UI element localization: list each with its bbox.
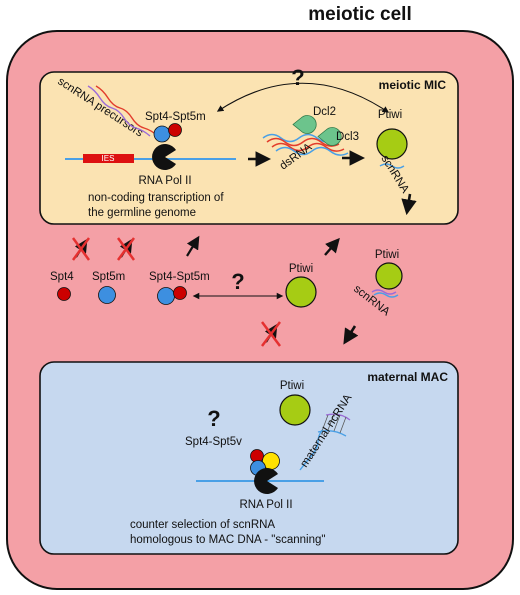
ies-label: IES <box>102 154 115 163</box>
dcl2-icon <box>292 115 317 134</box>
arrow-to-mac <box>343 325 359 345</box>
dsrna-strand-blue-2 <box>275 146 349 156</box>
mic-caption-line2: the germline genome <box>88 207 196 219</box>
spt4-label: Spt4 <box>50 271 74 283</box>
mic-scnrna-strand <box>379 163 405 169</box>
dsrna-strand-red-1 <box>266 137 340 147</box>
mac-title: maternal MAC <box>367 370 448 384</box>
cyto-question-mark: ? <box>231 269 244 294</box>
cyto-ptiwi-right-label: Ptiwi <box>375 249 399 261</box>
mic-rna-pol-icon <box>152 144 176 171</box>
mac-question-mark: ? <box>207 406 220 431</box>
mic-spt5m-circle <box>153 125 171 143</box>
mic-title: meiotic MIC <box>379 78 447 92</box>
cyto-ptiwi-right-circle <box>375 262 403 290</box>
ptiwi-blocked-cross <box>261 321 281 347</box>
mac-rna-pol-label: RNA Pol II <box>239 499 292 511</box>
arrow-mic-exit <box>401 193 417 216</box>
cell-title: meiotic cell <box>308 4 412 25</box>
cyto-scnrna-strand <box>371 289 397 295</box>
scnrna-complex-import-arrow <box>324 237 340 256</box>
mic-rna-pol-label: RNA Pol II <box>138 175 191 187</box>
precursor-transcript-red <box>95 85 159 137</box>
dsrna-strand-red-2 <box>271 142 345 152</box>
mic-interaction-arrow <box>216 82 390 113</box>
spt5m-blocked-cross <box>116 237 136 261</box>
precursor-transcript-purple <box>87 85 151 137</box>
mac-caption-line1: counter selection of scnRNA <box>130 519 275 531</box>
complex-import-arrow <box>186 235 200 257</box>
cyto-spt4-circle <box>173 286 187 300</box>
cyto-ptiwi-label: Ptiwi <box>289 263 313 275</box>
maternal-ncrna-strand <box>299 429 323 471</box>
dsrna-strand-blue-1 <box>262 133 336 143</box>
meiotic-mic: meiotic MIC ? scnRNA precursors IES Spt4… <box>39 65 459 225</box>
cyto-ptiwi-circle <box>285 276 317 308</box>
mac-caption-line2: homologous to MAC DNA - "scanning" <box>130 534 325 546</box>
mac-rna-pol-icon <box>254 467 278 494</box>
ies-segment <box>83 154 134 163</box>
maternal-mac: maternal MAC Ptiwi maternal ncRNA ? Spt4… <box>39 361 459 555</box>
spt4-circle <box>57 287 71 301</box>
dcl3-label: Dcl3 <box>336 131 359 143</box>
cyto-spt4-spt5m-label: Spt4-Spt5m <box>149 271 210 283</box>
mic-spt4-spt5m-label: Spt4-Spt5m <box>145 111 206 123</box>
cyto-spt5m-circle <box>157 287 175 305</box>
spt5m-label: Spt5m <box>92 271 125 283</box>
mac-spt4-spt5v-label: Spt4-Spt5v <box>185 436 242 448</box>
dcl3-icon <box>317 127 342 146</box>
dcl2-label: Dcl2 <box>313 106 336 118</box>
mic-ptiwi-circle <box>376 128 408 160</box>
mac-box <box>39 361 459 555</box>
mic-caption-line1: non-coding transcription of <box>88 192 224 204</box>
mic-question-mark: ? <box>291 65 304 90</box>
cyto-scnrna-strand-2 <box>373 292 399 298</box>
mac-ptiwi-circle <box>279 394 311 426</box>
mic-spt4-circle <box>168 123 182 137</box>
mic-ptiwi-label: Ptiwi <box>378 109 402 121</box>
spt5m-circle <box>98 286 116 304</box>
mac-ptiwi-label: Ptiwi <box>280 380 304 392</box>
spt4-blocked-cross <box>71 237 91 261</box>
